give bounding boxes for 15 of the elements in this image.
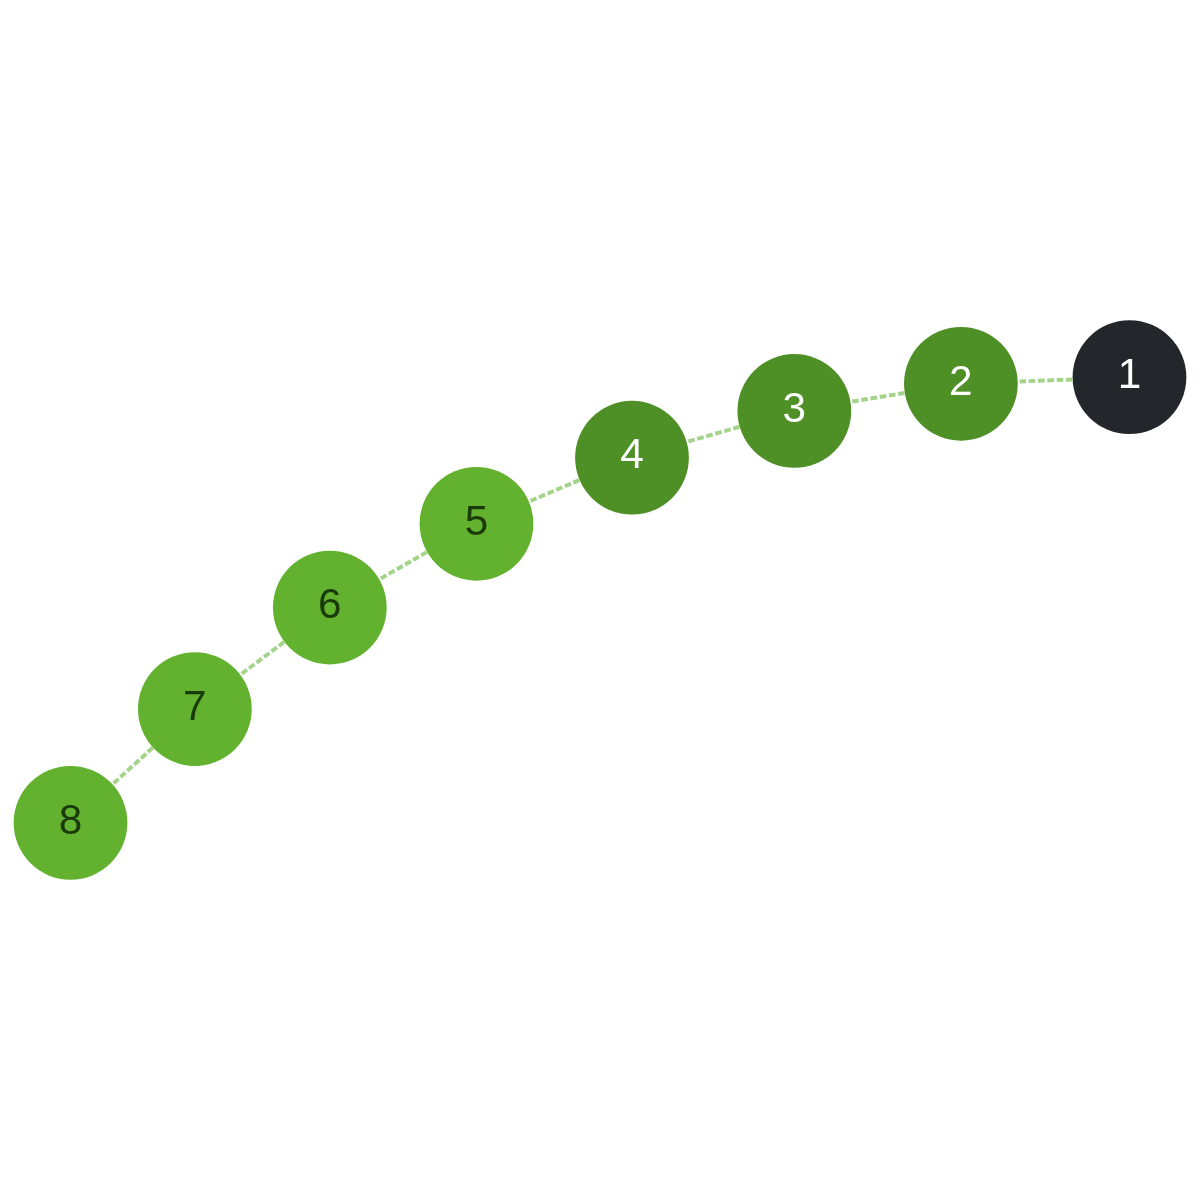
connector [239, 640, 286, 677]
node-circle: 8 [13, 765, 128, 880]
connector [111, 746, 155, 786]
connector [686, 424, 740, 444]
node-circle: 7 [138, 652, 252, 766]
connector [850, 391, 905, 404]
node-circle: 3 [737, 354, 852, 468]
connector [378, 550, 428, 581]
node-circle: 2 [904, 326, 1018, 441]
connector [528, 478, 581, 504]
node-circle: 1 [1072, 320, 1187, 435]
node-circle: 5 [419, 466, 534, 581]
node-circle: 6 [272, 550, 387, 665]
node-circle: 4 [575, 400, 689, 515]
connector [1017, 377, 1073, 384]
